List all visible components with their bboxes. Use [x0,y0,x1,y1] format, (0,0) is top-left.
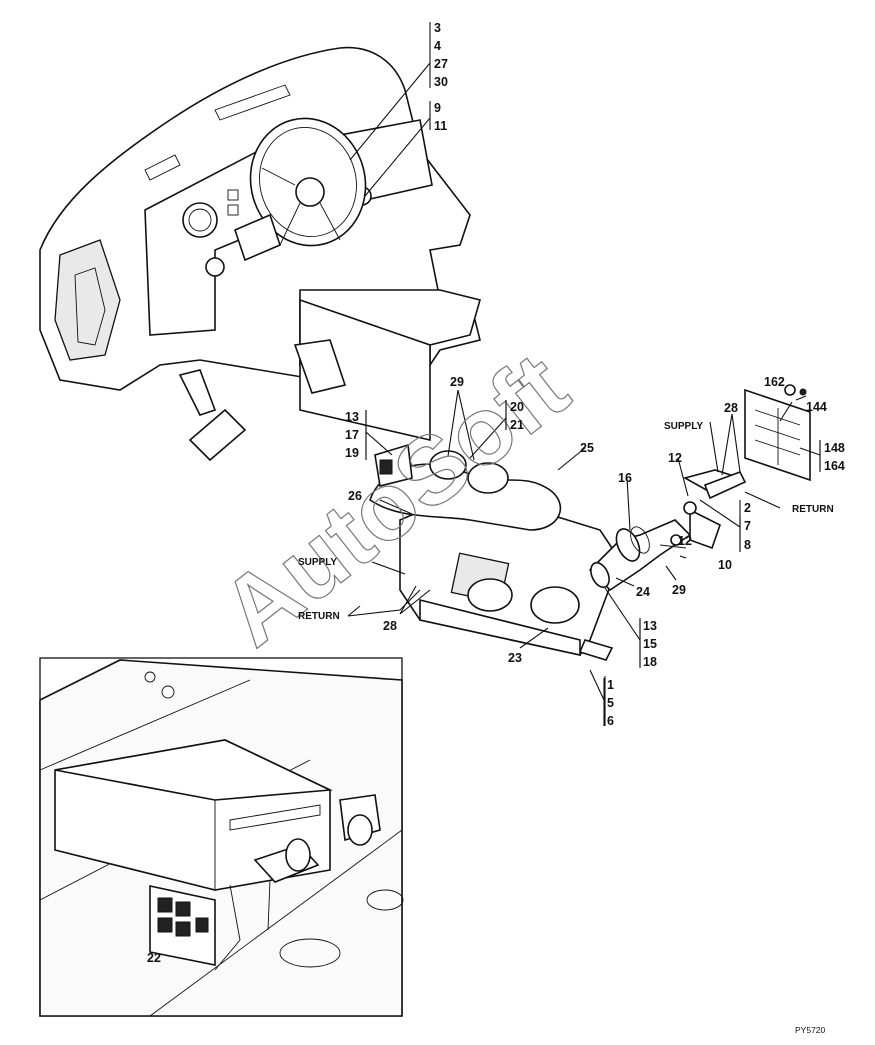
return-label-right: RETURN [792,504,834,515]
callout-1: 1 [607,678,614,692]
callout-16: 16 [618,471,632,485]
figure-reference-code: PY5720 [795,1025,826,1035]
callout-27: 27 [434,57,448,71]
callout-12-mid: 12 [678,534,692,548]
blower-duct-hoses [369,443,562,531]
callout-21: 21 [510,418,524,432]
supply-label-right: SUPPLY [664,421,703,432]
callout-19: 19 [345,446,359,460]
callout-20: 20 [510,400,524,414]
callout-11: 11 [434,119,447,133]
callout-28-left: 28 [383,619,397,633]
callout-9: 9 [434,101,441,115]
callout-8: 8 [744,538,751,552]
callout-12-top: 12 [668,451,682,465]
inset-detail [39,657,404,1017]
callout-3: 3 [434,21,441,35]
callout-5: 5 [607,696,614,710]
heater-housing [399,489,621,661]
mounting-plate [744,384,811,482]
return-label-left: RETURN [298,611,340,622]
callout-23: 23 [508,651,522,665]
callout-29-top: 29 [450,375,464,389]
callout-10: 10 [718,558,732,572]
callout-148: 148 [824,441,845,455]
callout-13-left: 13 [345,410,359,424]
callout-6: 6 [607,714,614,728]
callout-2: 2 [744,501,751,515]
callout-13-bottom: 13 [643,619,657,633]
callout-164: 164 [824,459,845,473]
callout-25: 25 [580,441,594,455]
callout-17: 17 [345,428,359,442]
callout-7: 7 [744,519,751,533]
callout-18: 18 [643,655,657,669]
callout-162: 162 [764,375,785,389]
callout-26: 26 [348,489,362,503]
supply-label-left: SUPPLY [298,557,337,568]
callout-29-right: 29 [672,583,686,597]
callout-22: 22 [147,951,161,965]
dashboard-console [39,46,481,462]
leader-lines [169,22,821,949]
callout-28-right: 28 [724,401,738,415]
callout-144: 144 [806,400,827,414]
hose-labels: SUPPLY RETURN SUPPLY RETURN [298,421,834,622]
outlet-hose-assembly [588,469,747,592]
callout-24: 24 [636,585,650,599]
callout-4: 4 [434,39,441,53]
callout-labels: 3 4 27 30 9 11 13 17 19 20 21 29 25 26 1… [147,21,845,965]
callout-15: 15 [643,637,657,651]
callout-30: 30 [434,75,448,89]
